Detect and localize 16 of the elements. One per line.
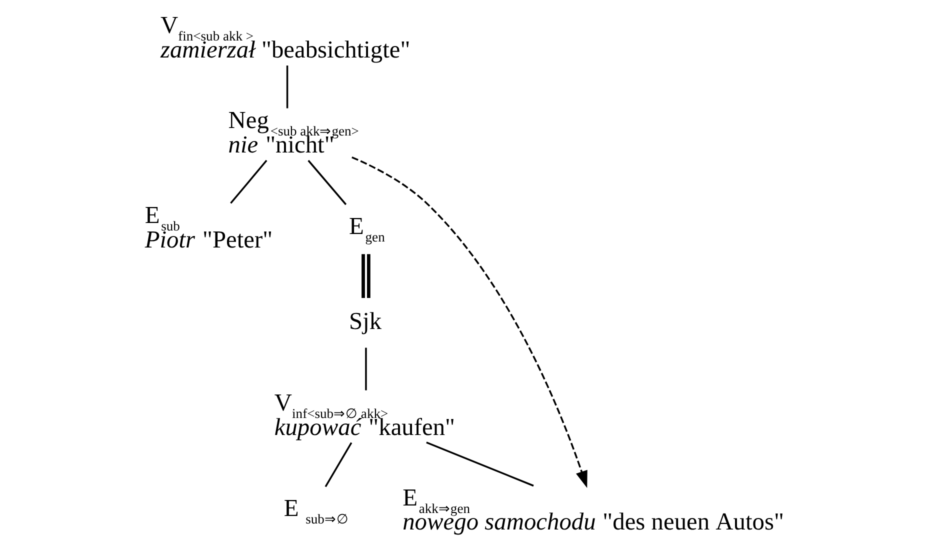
connector bbox=[230, 160, 268, 204]
node-text: Sjk bbox=[349, 308, 382, 335]
node-text: E $_{sub⇒∅}$ bbox=[284, 495, 348, 527]
connector bbox=[308, 160, 347, 206]
connector bbox=[324, 442, 352, 488]
node-text: E$_{sub}$ Piotr "Peter" bbox=[144, 202, 273, 254]
connector bbox=[426, 442, 534, 487]
connector bbox=[365, 348, 367, 390]
connector bbox=[286, 66, 288, 108]
connector bbox=[362, 254, 370, 298]
node-text: V$_{fin<sub akk >}$ zamierzał "beabsichtigte" bbox=[160, 12, 410, 64]
node-text: E$_{akk⇒gen}$ nowego samochodu "des neuen Autos" bbox=[402, 484, 784, 536]
arrow bbox=[352, 156, 588, 488]
node-text: V$_{inf<sub⇒∅ akk>}$ kupować "kaufen" bbox=[274, 389, 456, 441]
node-text: Neg$_{<sub akk⇒gen>}$ nie "nicht" bbox=[228, 107, 359, 159]
node-text: E$_{gen}$ bbox=[349, 212, 385, 244]
